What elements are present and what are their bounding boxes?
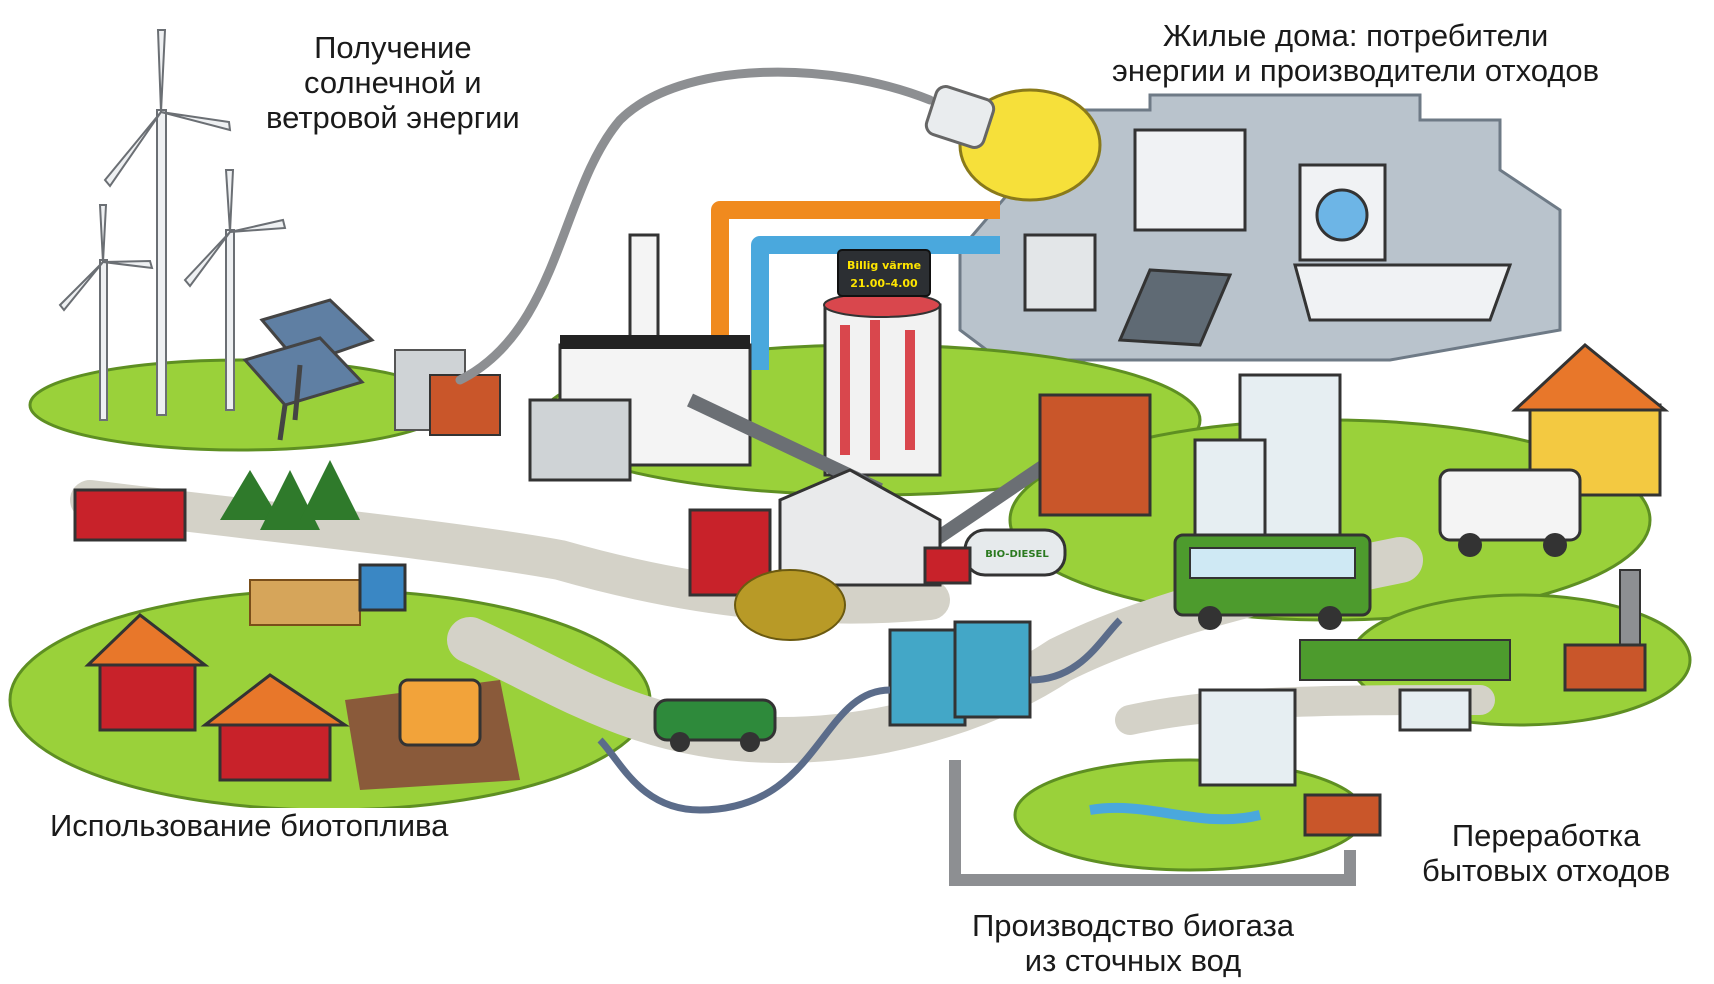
pellet-plant — [688, 508, 846, 641]
district-heating-pipes — [711, 201, 1000, 370]
fuel-pumps — [597, 617, 1123, 814]
cheap-heat-sign: Billig värme 21.00–4.00 — [837, 249, 931, 297]
label-line: из сточных вод — [1024, 943, 1242, 978]
power-cable — [455, 67, 935, 385]
label-line: Производство биогаза — [972, 908, 1295, 943]
label-line: Переработка — [1451, 818, 1641, 853]
biodiesel-tanker: BIO-DIESEL — [923, 528, 1067, 585]
power-plant — [528, 233, 752, 482]
label-line: солнечной и — [304, 65, 482, 100]
office-buildings — [1038, 373, 1342, 537]
label-line: Получение — [314, 30, 472, 65]
sign-line1: Billig värme — [847, 259, 921, 272]
bus — [1173, 533, 1372, 630]
sign-line2: 21.00–4.00 — [850, 277, 918, 290]
label-biogas-production: Производство биогаза из сточных вод — [968, 908, 1299, 978]
label-line: Использование биотоплива — [50, 808, 449, 843]
label-line: ветровой энергии — [266, 100, 520, 135]
label-solar-wind-energy: Получение солнечной и ветровой энергии — [262, 30, 524, 135]
label-line: Жилые дома: потребители — [1162, 18, 1549, 53]
label-residential-homes: Жилые дома: потребители энергии и произв… — [1108, 18, 1604, 88]
solar-panels — [242, 298, 375, 441]
appliances — [1023, 128, 1513, 347]
substation — [394, 349, 501, 436]
label-line: бытовых отходов — [1422, 853, 1671, 888]
wind-turbines — [58, 29, 287, 421]
delivery-van — [1438, 468, 1582, 557]
recycling-site — [1299, 569, 1647, 732]
label-biofuel-use: Использование биотоплива — [46, 808, 453, 843]
green-car — [653, 698, 777, 752]
light-bulb-icon — [924, 85, 1102, 202]
wastewater-plant — [949, 688, 1382, 886]
label-household-waste-recycling: Переработка бытовых отходов — [1418, 818, 1675, 888]
label-line: энергии и производители отходов — [1112, 53, 1600, 88]
tanker-label: BIO-DIESEL — [985, 549, 1049, 560]
farm-area — [73, 460, 520, 790]
heat-storage-tank — [823, 292, 942, 477]
